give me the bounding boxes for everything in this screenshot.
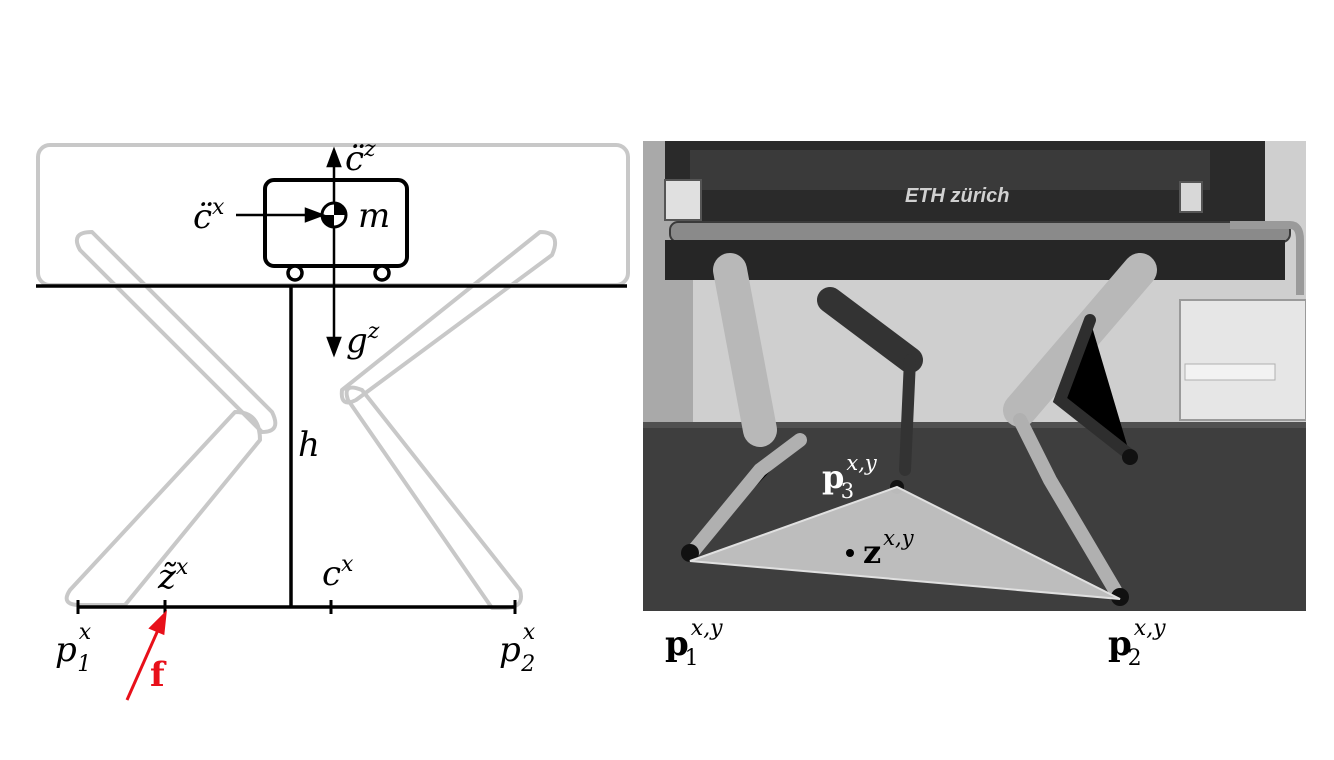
gravity-arrow bbox=[326, 227, 342, 358]
com-x-label: cx bbox=[322, 552, 354, 594]
gravity-label: gz bbox=[346, 319, 380, 361]
brand-text: ETH zürich bbox=[905, 185, 1009, 207]
height-label: h bbox=[298, 425, 320, 465]
force-label: f bbox=[150, 655, 167, 695]
robot-body: ETH zürich bbox=[664, 141, 1304, 295]
zmp-label: z̃x bbox=[157, 555, 189, 597]
support-polygon bbox=[689, 485, 1121, 600]
robot-photo: ETH zürich bbox=[643, 141, 1306, 671]
cart-wheel-right bbox=[373, 264, 391, 282]
mass-label: m bbox=[358, 196, 390, 236]
zmp-xy-label: zx,y bbox=[863, 526, 915, 571]
accel-z-arrow bbox=[326, 146, 342, 203]
accel-z-label: c̈z bbox=[345, 137, 376, 179]
accel-x-label: c̈x bbox=[193, 195, 225, 237]
zmp-point bbox=[846, 549, 854, 557]
force-arrow bbox=[125, 609, 167, 701]
com-symbol bbox=[320, 201, 348, 229]
robot-legs bbox=[681, 253, 1157, 606]
left-leg-outline bbox=[64, 230, 278, 607]
accel-x-arrow bbox=[236, 207, 326, 223]
right-leg-outline bbox=[339, 230, 557, 610]
cart-wheel-left bbox=[286, 264, 304, 282]
